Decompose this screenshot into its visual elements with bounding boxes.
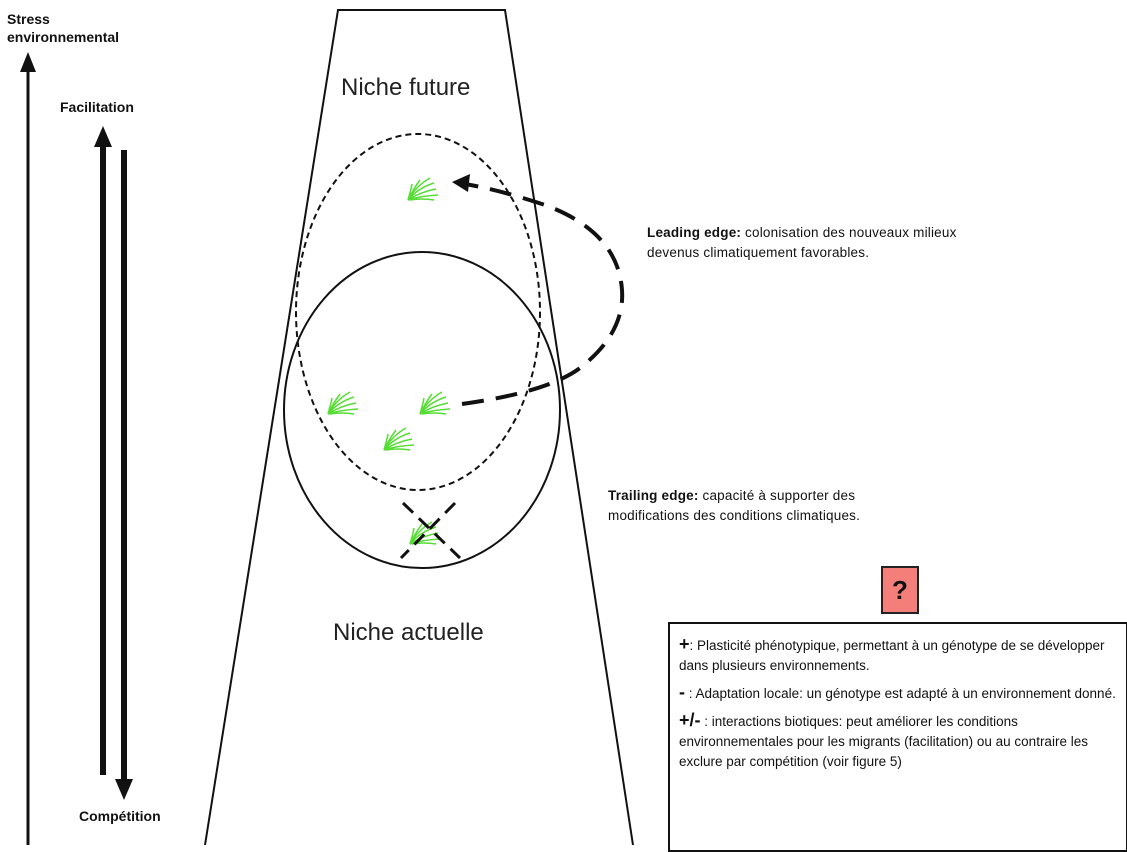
grass-current-middle-icon: [383, 427, 415, 451]
plus-minus-symbol: +/-: [679, 710, 701, 730]
leading-edge-text-line1: colonisation des nouveaux milieux: [741, 225, 957, 240]
future-niche-label: Niche future: [341, 74, 471, 101]
hypothesis-minus: - : Adaptation locale: un génotype est a…: [679, 682, 1116, 704]
extinction-cross-icon: [399, 501, 462, 560]
niche-space-trapezoid: [204, 9, 634, 845]
competition-arrow: [115, 150, 133, 800]
facilitation-label: Facilitation: [60, 99, 134, 115]
hypothesis-plus-minus: +/- : interactions biotiques: peut améli…: [679, 710, 1116, 772]
leading-edge-description: Leading edge: colonisation des nouveaux …: [647, 223, 1067, 263]
trailing-edge-text-line2: modifications des conditions climatiques…: [608, 508, 861, 523]
plus-minus-text: : interactions biotiques: peut améliorer…: [679, 714, 1088, 769]
stress-label-line1: Stress: [7, 11, 50, 27]
plus-symbol: +: [679, 634, 690, 654]
trailing-edge-title: Trailing edge:: [608, 488, 699, 503]
migration-arrow: [452, 174, 625, 406]
current-niche-ellipse: [283, 251, 561, 569]
stress-label-line2: environnemental: [7, 29, 120, 45]
trailing-edge-description: Trailing edge: capacité à supporter des …: [608, 486, 968, 526]
grass-current-left-icon: [327, 391, 359, 415]
stress-axis-label: Stress environnemental: [7, 10, 119, 46]
current-niche-label: Niche actuelle: [333, 619, 484, 646]
grass-future-icon: [407, 177, 439, 201]
future-niche-ellipse: [295, 133, 541, 491]
hypothesis-plus: +: Plasticité phénotypique, permettant à…: [679, 634, 1116, 676]
leading-edge-text-line2: devenus climatiquement favorables.: [647, 245, 870, 260]
leading-edge-title: Leading edge:: [647, 225, 742, 240]
trailing-edge-text-line1: capacité à supporter des: [698, 488, 856, 503]
competition-label: Compétition: [79, 808, 161, 824]
facilitation-arrow: [94, 126, 112, 775]
question-badge: ?: [881, 566, 919, 614]
minus-symbol: -: [679, 682, 685, 702]
stress-axis-arrow: [20, 52, 36, 845]
hypotheses-box: +: Plasticité phénotypique, permettant à…: [668, 622, 1127, 852]
plus-text: : Plasticité phénotypique, permettant à …: [679, 638, 1105, 673]
grass-current-right-icon: [419, 391, 451, 415]
minus-text: : Adaptation locale: un génotype est ada…: [685, 686, 1116, 701]
